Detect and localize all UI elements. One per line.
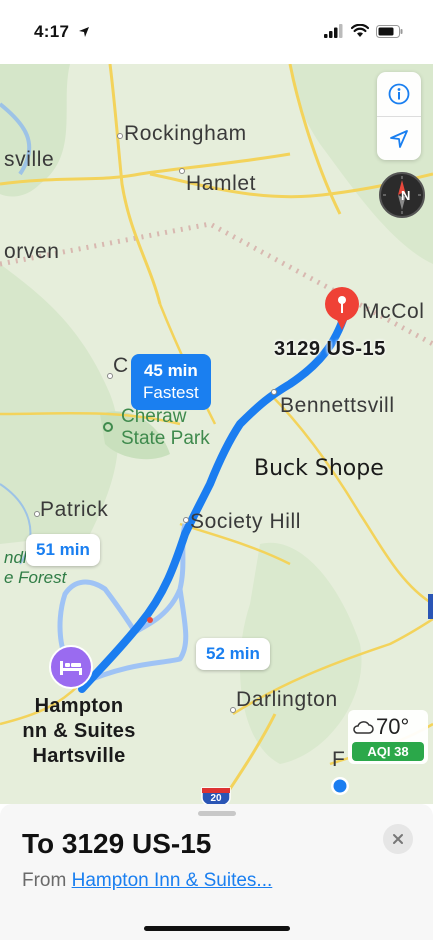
- town-label: F: [332, 748, 346, 771]
- sheet-subtitle: From Hampton Inn & Suites...: [22, 870, 273, 891]
- forest-label: e Forest: [4, 568, 67, 587]
- status-bar: 4:17: [0, 0, 433, 64]
- map-view[interactable]: Rockingham sville Hamlet orven McCol C B…: [0, 64, 433, 804]
- compass-icon: [383, 176, 421, 214]
- town-label: Bennettsvill: [280, 394, 395, 417]
- route-alt-callout[interactable]: 52 min: [196, 638, 270, 670]
- signal-icon: [324, 24, 343, 38]
- destination-label: 3129 US-15: [274, 338, 386, 360]
- home-indicator[interactable]: [144, 926, 290, 931]
- town-label: orven: [4, 240, 60, 263]
- interstate-number: 20: [210, 793, 222, 804]
- info-icon: [388, 83, 410, 105]
- info-button[interactable]: [377, 72, 421, 116]
- directions-sheet[interactable]: To 3129 US-15 From Hampton Inn & Suites.…: [0, 804, 433, 940]
- town-label: Darlington: [236, 688, 338, 711]
- weather-widget[interactable]: 70° AQI 38: [348, 710, 428, 764]
- current-location-button[interactable]: [377, 116, 421, 160]
- weather-temp: 70°: [376, 714, 410, 739]
- poi-label: Buck Shope: [254, 456, 384, 481]
- battery-icon: [376, 24, 403, 38]
- sheet-grabber[interactable]: [198, 811, 236, 816]
- park-label: State Park: [121, 428, 210, 449]
- wifi-icon: [351, 24, 369, 37]
- partly-cloudy-icon: [353, 721, 374, 734]
- close-button[interactable]: [383, 824, 413, 854]
- town-label: Patrick: [40, 498, 109, 521]
- location-services-icon: [79, 27, 89, 37]
- origin-link[interactable]: Hampton Inn & Suites...: [71, 870, 273, 891]
- location-arrow-icon: [390, 129, 408, 148]
- park-label: Cheraw: [121, 406, 187, 427]
- hotel-origin-icon[interactable]: [48, 644, 94, 690]
- close-icon: [393, 834, 403, 844]
- town-label: Society Hill: [190, 510, 302, 533]
- forest-label: ndl: [4, 548, 27, 567]
- origin-label: Hampton nn & Suites Hartsville: [22, 695, 136, 767]
- sheet-title: To 3129 US-15: [22, 828, 212, 859]
- town-label: Rockingham: [124, 122, 247, 145]
- aqi-badge: AQI 38: [352, 742, 424, 761]
- town-label: Hamlet: [186, 172, 257, 195]
- town-label: C: [113, 354, 129, 377]
- route-alt-callout[interactable]: 51 min: [26, 534, 100, 566]
- compass-button[interactable]: N: [379, 172, 425, 218]
- compass-letter: N: [401, 188, 411, 203]
- map-controls: [377, 72, 421, 160]
- map-base: [0, 64, 433, 804]
- status-time: 4:17: [34, 22, 70, 41]
- town-label: sville: [4, 148, 55, 171]
- route-fastest-callout[interactable]: 45 min Fastest: [131, 354, 211, 410]
- destination-pin-icon[interactable]: [322, 286, 362, 334]
- interstate-shield: [201, 787, 231, 804]
- town-label: McCol: [362, 300, 425, 323]
